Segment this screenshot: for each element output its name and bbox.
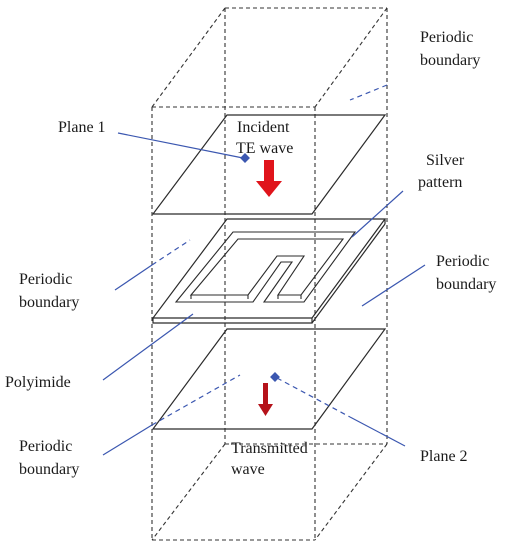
- label-periodic-left-mid: Periodic boundary: [19, 271, 79, 311]
- leader-plane-2: [349, 416, 406, 447]
- label-polyimide: Polyimide: [5, 374, 71, 391]
- label-incident-wave: Incident TE wave: [236, 119, 293, 157]
- incident-arrow: [256, 160, 282, 197]
- label-periodic-top-right: Periodic boundary: [420, 29, 480, 69]
- leader-periodic-left-mid-hidden: [151, 239, 191, 266]
- silver-pattern: [174, 231, 357, 303]
- plane-2-port-marker: [270, 372, 280, 382]
- label-silver-pattern: Silver pattern: [418, 152, 468, 191]
- leader-periodic-top-right: [349, 84, 388, 101]
- leader-periodic-right-mid: [361, 264, 426, 307]
- label-plane-1: Plane 1: [58, 119, 106, 136]
- leader-plane-1: [117, 132, 244, 159]
- label-periodic-left-low: Periodic boundary: [19, 438, 79, 478]
- label-transmitted-wave: Transmitted wave: [231, 440, 312, 478]
- leader-periodic-left-low: [102, 424, 153, 456]
- leader-periodic-left-low-hidden: [151, 374, 241, 426]
- leader-silver-pattern: [351, 190, 404, 238]
- simulation-box: [151, 7, 388, 541]
- leader-polyimide: [102, 313, 194, 381]
- plane-1-surface: [151, 114, 387, 215]
- transmitted-arrow: [258, 383, 273, 416]
- polyimide-substrate: [151, 218, 387, 324]
- label-periodic-right-mid: Periodic boundary: [436, 253, 496, 293]
- leader-plane-2-dashed: [276, 377, 351, 418]
- plane-2-surface: [151, 328, 387, 430]
- leader-periodic-left-mid: [114, 264, 153, 291]
- labels: Periodic boundary Plane 1 Incident TE wa…: [5, 29, 496, 478]
- plane-1-port-marker: [240, 153, 250, 163]
- leader-lines: [102, 84, 426, 456]
- label-plane-2: Plane 2: [420, 448, 468, 465]
